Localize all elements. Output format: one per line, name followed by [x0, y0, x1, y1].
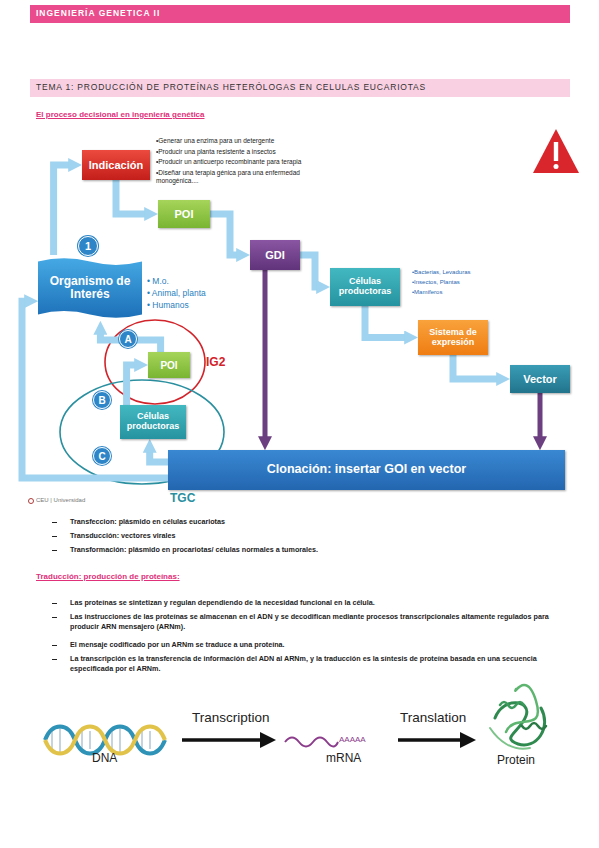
- flow-arrow: [100, 334, 160, 352]
- group-label: IG2: [206, 354, 246, 370]
- flow-arrow: [127, 365, 135, 405]
- node-label: Células productoras: [330, 277, 400, 297]
- process-arrow: [398, 732, 476, 748]
- note-item: •Mamíferos: [412, 288, 502, 296]
- node-label: Clonación: insertar GOI en vector: [264, 463, 469, 477]
- list-item: Las proteínas se sintetizan y regulan de…: [70, 598, 570, 608]
- node-label: Células productoras: [120, 412, 186, 432]
- node-label: C: [95, 451, 108, 462]
- logo-text: CEU | Universidad: [36, 496, 136, 504]
- section-heading: Traducción: producción de proteínas:: [36, 572, 336, 583]
- flow-arrow: [150, 452, 168, 462]
- flow-arrow: [54, 165, 69, 255]
- process-label: Transcription: [192, 709, 302, 727]
- node-label: Sistema de expresión: [418, 328, 488, 348]
- banner-fill: [38, 258, 142, 317]
- organism-banner: Organismo de Interés: [38, 255, 142, 321]
- process-box: Células productoras: [330, 268, 400, 306]
- flow-arrow: [210, 214, 237, 255]
- title-bar: [30, 5, 570, 23]
- process-arrow: [182, 732, 276, 748]
- illustration-label: Protein: [497, 752, 557, 768]
- illustration-label: DNA: [92, 750, 142, 766]
- note-item: • Animal, planta: [147, 288, 237, 299]
- callout-letter: B: [93, 391, 111, 409]
- process-box: POI: [148, 352, 190, 378]
- warning-triangle: [533, 129, 579, 173]
- node-label: A: [121, 334, 134, 345]
- process-box: POI: [158, 200, 210, 228]
- node-label: 1: [82, 240, 94, 252]
- node-label: POI: [172, 208, 197, 220]
- group-label: TGC: [170, 490, 210, 506]
- process-box: GDI: [250, 240, 300, 270]
- list-item: Las instrucciones de las proteínas se al…: [70, 612, 570, 631]
- note-item: •Producir una planta resistente a insect…: [156, 148, 331, 157]
- process-box: Células productoras: [120, 405, 186, 439]
- mrna-strand: [285, 738, 338, 747]
- dna-illustration: [45, 727, 165, 754]
- node-label: Vector: [520, 373, 560, 385]
- protein-illustration: [490, 685, 546, 749]
- flow-arrow: [300, 255, 317, 287]
- callout-letter: A: [119, 330, 137, 348]
- subtitle: TEMA 1: PRODUCCIÓN DE PROTEÍNAS HETERÓLO…: [36, 82, 566, 93]
- list-dash: [52, 550, 57, 551]
- note-item: •Insectos, Plantas: [412, 278, 502, 286]
- section-heading: El proceso decisional en ingeniería gené…: [36, 110, 336, 121]
- indication-box: Indicación: [82, 150, 150, 180]
- logo-mark: [29, 499, 34, 504]
- note-item: •Generar una enzima para un detergente: [156, 137, 331, 146]
- list-item: El mensaje codificado por un ARNm se tra…: [70, 640, 570, 650]
- node-label: Organismo de Interés: [38, 275, 142, 301]
- poly-a-label: AAAAA: [339, 735, 389, 746]
- node-label: GDI: [262, 249, 288, 261]
- process-label: Translation: [400, 709, 500, 727]
- flow-arrow: [365, 306, 405, 338]
- illustration-label: mRNA: [326, 750, 386, 766]
- warning-mark: [554, 142, 558, 161]
- list-item: Transfeccion: plásmido en células eucari…: [70, 517, 565, 527]
- note-item: • M.o.: [147, 276, 237, 287]
- note-item: •Diseñar una terapia génica para una enf…: [156, 169, 328, 187]
- list-dash: [52, 603, 57, 604]
- note-item: • Humanos: [147, 300, 237, 311]
- ig2-ellipse: [105, 320, 205, 404]
- flow-arrow: [538, 393, 543, 437]
- list-dash: [52, 645, 57, 646]
- flow-arrow: [453, 355, 497, 379]
- subtitle-bar: [30, 79, 570, 97]
- process-box: Vector: [510, 365, 570, 393]
- warning-dot: [554, 164, 559, 169]
- note-item: •Producir un anticuerpo recombinante par…: [156, 158, 331, 167]
- flow-arrow: [116, 180, 145, 214]
- list-dash: [52, 617, 57, 618]
- process-box: Sistema de expresión: [418, 320, 488, 355]
- callout-letter: C: [93, 447, 111, 465]
- list-item: La transcripción es la transferencia de …: [70, 654, 570, 673]
- flow-arrow: [22, 301, 168, 478]
- node-label: POI: [157, 360, 180, 371]
- callout-number: 1: [78, 236, 98, 256]
- list-dash: [52, 659, 57, 660]
- node-label: B: [95, 395, 108, 406]
- list-item: Transformación: plásmido en procariotas/…: [70, 545, 565, 555]
- list-item: Transducción: vectores virales: [70, 531, 565, 541]
- note-item: •Bacterias, Levaduras: [412, 268, 502, 276]
- node-label: Indicación: [86, 159, 146, 171]
- page-title: INGENIERÍA GENETICA II: [36, 8, 160, 19]
- flow-arrow: [263, 270, 268, 437]
- list-dash: [52, 536, 57, 537]
- cloning-band: Clonación: insertar GOI en vector: [168, 450, 565, 490]
- list-dash: [52, 522, 57, 523]
